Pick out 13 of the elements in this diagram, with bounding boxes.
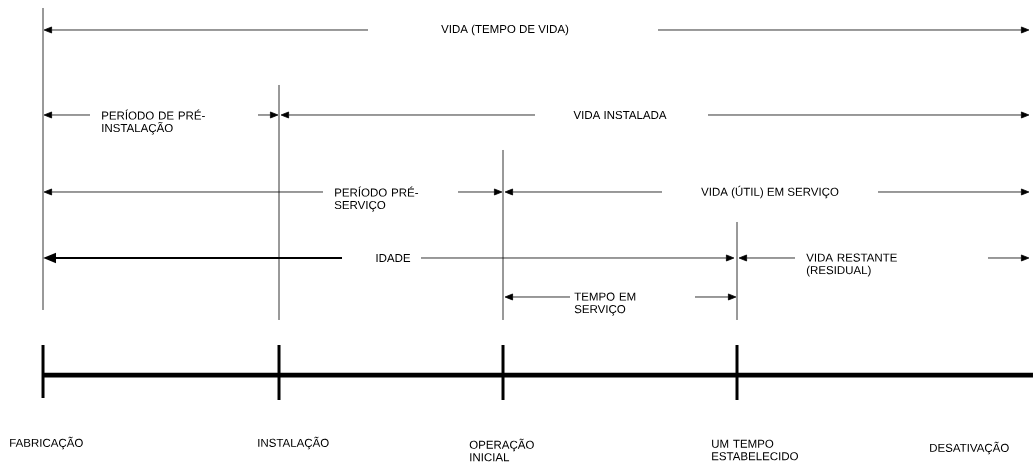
dimension-label: VIDA RESTANTE (RESIDUAL) [806, 253, 897, 277]
milestone-label: DESATIVAÇÃO [930, 441, 1009, 455]
dimension-label: VIDA INSTALADA [573, 110, 667, 120]
milestone-label: OPERAÇÃO INICIAL [469, 438, 534, 462]
milestone-label: FABRICAÇÃO [10, 436, 83, 450]
dimension-label: VIDA (TEMPO DE VIDA) [441, 24, 569, 36]
dimension-label: PERÍODO PRÉ-SERVIÇO [334, 186, 419, 212]
dimension-label: PERÍODO DE PRÉ-INSTALAÇÃO [102, 109, 205, 135]
milestone-label: UM TEMPO ESTABELECIDO [712, 439, 798, 461]
dimension-label: VIDA (ÚTIL) EM SERVIÇO [701, 185, 839, 199]
dimension-label: IDADE [376, 254, 411, 262]
milestone-label: INSTALAÇÃO [258, 436, 329, 450]
dimension-label: TEMPO EM SERVIÇO [574, 292, 636, 316]
